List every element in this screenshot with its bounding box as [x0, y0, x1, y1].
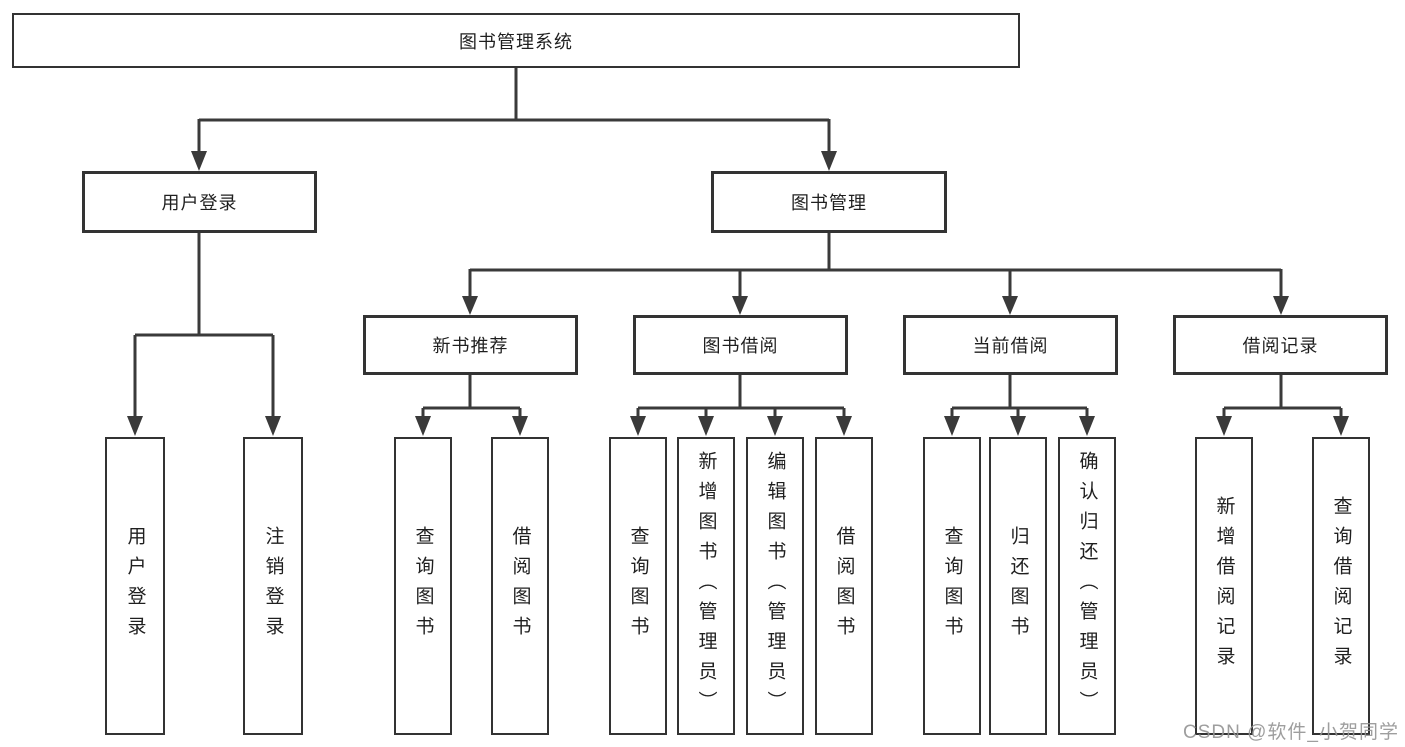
leaf-query-borrow-record: 查询借阅记录 [1312, 437, 1370, 735]
node-borrow-records: 借阅记录 [1173, 315, 1388, 375]
node-book-management: 图书管理 [711, 171, 947, 233]
node-new-book-recommend-label: 新书推荐 [432, 336, 509, 356]
node-book-management-label: 图书管理 [791, 193, 867, 213]
leaf-user-login: 用户登录 [105, 437, 165, 735]
csdn-watermark: CSDN @软件_小贺同学 [1183, 722, 1399, 743]
node-root: 图书管理系统 [12, 13, 1020, 68]
node-new-book-recommend: 新书推荐 [363, 315, 578, 375]
node-current-borrow-label: 当前借阅 [972, 336, 1049, 356]
node-user-login-label: 用户登录 [161, 193, 238, 213]
leaf-borrow-books-label: 借阅图书 [833, 526, 855, 646]
leaf-add-borrow-record: 新增借阅记录 [1195, 437, 1253, 735]
leaf-return-books-label: 归还图书 [1007, 526, 1029, 646]
leaf-borrow-books-recommend: 借阅图书 [491, 437, 549, 735]
leaf-edit-books-admin-label: 编辑图书（管理员） [764, 451, 786, 721]
leaf-borrow-books-recommend-label: 借阅图书 [509, 526, 531, 646]
node-borrow-records-label: 借阅记录 [1242, 336, 1319, 356]
leaf-return-books: 归还图书 [989, 437, 1047, 735]
leaf-query-books-label: 查询图书 [627, 526, 649, 646]
leaf-query-current-label: 查询图书 [941, 526, 963, 646]
node-current-borrow: 当前借阅 [903, 315, 1118, 375]
leaf-add-books-admin: 新增图书（管理员） [677, 437, 735, 735]
leaf-add-borrow-record-label: 新增借阅记录 [1213, 496, 1235, 676]
leaf-borrow-books: 借阅图书 [815, 437, 873, 735]
leaf-query-books-recommend: 查询图书 [394, 437, 452, 735]
leaf-confirm-return-admin-label: 确认归还（管理员） [1076, 451, 1098, 721]
leaf-query-current: 查询图书 [923, 437, 981, 735]
leaf-logout-label: 注销登录 [262, 526, 284, 646]
leaf-query-books-recommend-label: 查询图书 [412, 526, 434, 646]
leaf-edit-books-admin: 编辑图书（管理员） [746, 437, 804, 735]
leaf-confirm-return-admin: 确认归还（管理员） [1058, 437, 1116, 735]
node-root-label: 图书管理系统 [459, 31, 573, 52]
leaf-add-books-admin-label: 新增图书（管理员） [695, 451, 717, 721]
node-user-login: 用户登录 [82, 171, 317, 233]
leaf-user-login-label: 用户登录 [124, 526, 146, 646]
node-book-borrow: 图书借阅 [633, 315, 848, 375]
leaf-query-books: 查询图书 [609, 437, 667, 735]
leaf-logout: 注销登录 [243, 437, 303, 735]
node-book-borrow-label: 图书借阅 [702, 336, 779, 356]
leaf-query-borrow-record-label: 查询借阅记录 [1330, 496, 1352, 676]
